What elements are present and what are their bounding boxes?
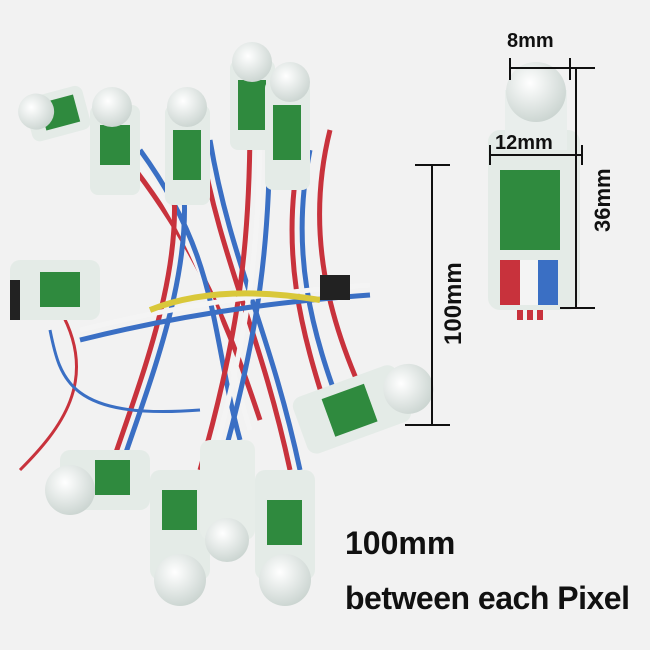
body-diameter-label: 12mm <box>495 132 553 154</box>
led-diameter-label: 8mm <box>507 30 554 52</box>
spacing-label: 100mm <box>345 525 456 561</box>
wire-length-label: 100mm <box>440 262 467 345</box>
dimension-lines <box>405 58 595 426</box>
length-label: 36mm <box>590 168 615 232</box>
single-pixel-detail <box>488 62 580 320</box>
led-pixels-cluster <box>10 42 434 606</box>
spacing-caption: between each Pixel <box>345 580 630 616</box>
